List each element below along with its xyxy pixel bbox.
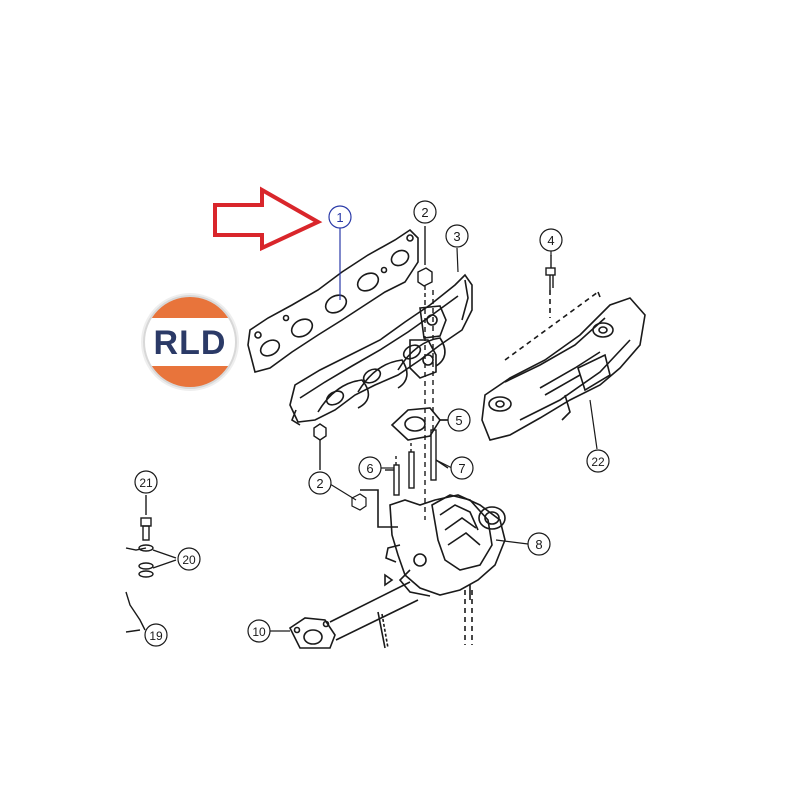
leader-lines <box>145 228 598 633</box>
callout-7: 7 <box>450 456 474 480</box>
callout-label: 10 <box>252 625 266 639</box>
exhaust-manifold-part <box>289 273 473 426</box>
callout-label: 2 <box>421 205 428 220</box>
studs-part <box>385 290 449 520</box>
callout-4: 4 <box>539 228 563 252</box>
bracket-part <box>125 591 146 633</box>
callout-21: 21 <box>134 470 158 494</box>
callout-label: 20 <box>182 553 196 567</box>
bolt-washer-part <box>125 495 177 578</box>
rld-logo: RLD <box>141 293 239 391</box>
callout-20: 20 <box>177 547 201 571</box>
callout-10: 10 <box>247 619 271 643</box>
callout-22: 22 <box>586 449 610 473</box>
logo-text: RLD <box>154 324 227 362</box>
callout-label: 5 <box>455 413 462 428</box>
nut-part <box>313 226 433 470</box>
callout-label: 4 <box>547 233 554 248</box>
turbo-gasket-part <box>390 407 450 441</box>
callout-1: 1 <box>328 205 352 229</box>
callout-6: 6 <box>358 456 382 480</box>
callout-label: 19 <box>149 629 163 643</box>
callout-2-top: 2 <box>413 200 437 224</box>
callout-5: 5 <box>447 408 471 432</box>
turbocharger-part <box>360 489 506 645</box>
callout-19: 19 <box>144 623 168 647</box>
callout-2-bottom: 2 <box>308 471 332 495</box>
heat-shield-part <box>481 290 646 441</box>
callout-label: 1 <box>336 210 343 225</box>
callout-label: 22 <box>591 455 605 469</box>
highlight-arrow <box>213 186 323 252</box>
callout-label: 6 <box>366 461 373 476</box>
bolt-part <box>545 255 556 290</box>
callout-label: 8 <box>535 537 542 552</box>
callout-label: 2 <box>316 476 323 491</box>
callout-label: 21 <box>139 476 153 490</box>
callout-3: 3 <box>445 224 469 248</box>
callout-label: 7 <box>458 461 465 476</box>
callout-8: 8 <box>527 532 551 556</box>
downpipe-part <box>288 581 419 649</box>
callout-label: 3 <box>453 229 460 244</box>
gasket-part <box>247 228 419 373</box>
